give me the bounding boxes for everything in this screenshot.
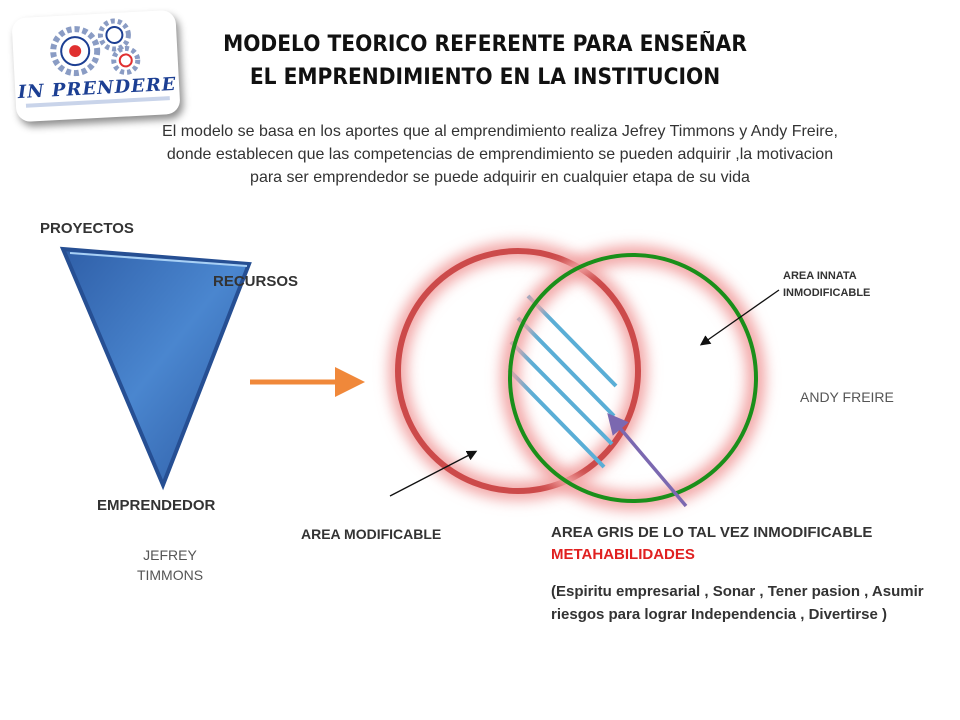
purple-arrow-icon xyxy=(607,412,688,508)
label-andy-freire: ANDY FREIRE xyxy=(800,389,894,405)
label-proyectos: PROYECTOS xyxy=(40,220,134,237)
right-circle xyxy=(508,253,758,503)
modificable-pointer-arrow xyxy=(389,450,478,497)
label-metahabilidades: METAHABILIDADES xyxy=(551,546,695,563)
left-circle xyxy=(395,248,641,494)
inprendere-logo: IN PRENDERE xyxy=(11,9,181,123)
label-area-modificable: AREA MODIFICABLE xyxy=(301,526,442,542)
metahabilidades-list: (Espiritu empresarial , Sonar , Tener pa… xyxy=(551,583,924,623)
label-recursos: RECURSOS xyxy=(213,273,299,290)
intro-paragraph: El modelo se basa en los aportes que al … xyxy=(162,123,838,186)
emprendedor-triangle xyxy=(59,246,252,491)
label-jefrey-timmons: JEFREY TIMMONS xyxy=(136,547,204,583)
label-area-innata: AREA INNATA INMODIFICABLE xyxy=(783,270,871,299)
label-area-gris: AREA GRIS DE LO TAL VEZ INMODIFICABLE xyxy=(551,524,873,541)
label-emprendedor: EMPRENDEDOR xyxy=(97,497,216,514)
innata-pointer-arrow xyxy=(699,289,780,346)
intersection-hatch xyxy=(507,294,618,469)
logo-gears-icon xyxy=(50,18,141,77)
triangle-highlight xyxy=(69,252,248,267)
page-title: MODELO TEORICO REFERENTE PARA ENSEÑAR EL… xyxy=(223,32,747,90)
